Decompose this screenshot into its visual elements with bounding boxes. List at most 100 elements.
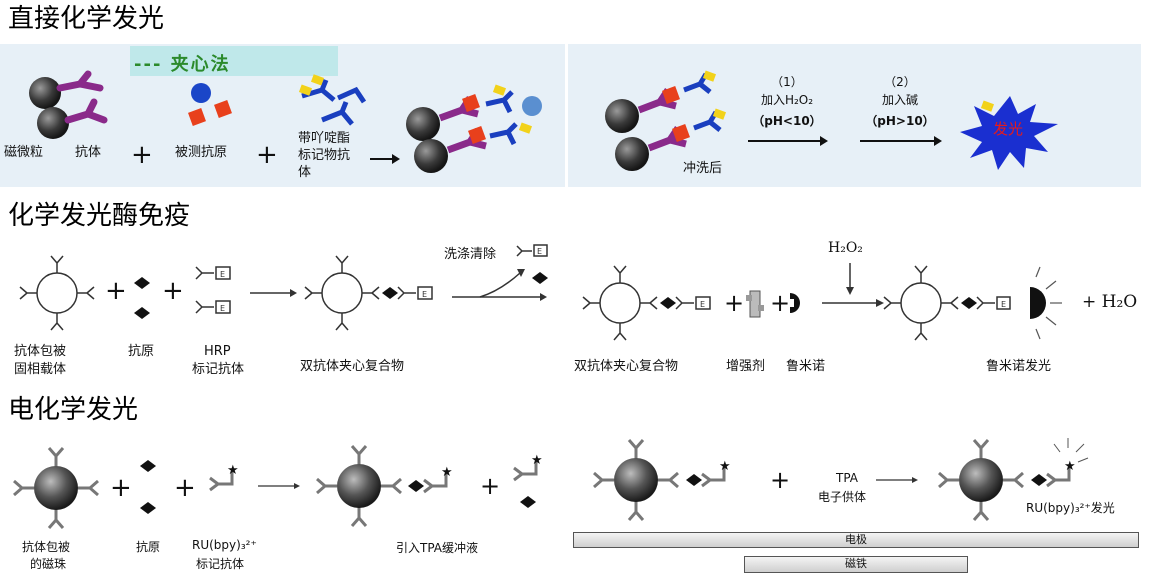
arrowhead — [912, 477, 918, 483]
acridinium-label — [712, 108, 727, 120]
magnetic-particle — [29, 77, 61, 109]
arrowhead — [876, 299, 884, 307]
plus-sign: + — [724, 289, 744, 317]
arrowhead — [517, 269, 525, 277]
label-antigen: 被测抗原 — [175, 145, 228, 160]
label-sandwich: 双抗体夹心复合物 — [300, 359, 405, 374]
antigen-diamond — [382, 287, 398, 299]
label-hrp-ab-1: HRP — [204, 344, 231, 359]
arrowhead — [294, 483, 300, 489]
ru-label-star: ★ — [227, 463, 239, 478]
magnetic-particle — [414, 139, 448, 173]
direct-illustration — [29, 70, 1058, 173]
labeled-antibody — [489, 122, 518, 146]
magnetic-particle — [37, 107, 69, 139]
washed-complex-group — [605, 70, 727, 171]
arrowhead — [392, 154, 400, 164]
magnetic-bead — [614, 458, 658, 502]
arrowhead — [934, 136, 942, 146]
ru-glow-rays — [1053, 438, 1089, 463]
plus-sign: + — [770, 289, 790, 317]
plus-sign: + — [105, 276, 127, 306]
plus-sign: + — [162, 276, 184, 306]
antigen-diamond — [140, 502, 156, 514]
plus-sign: + — [110, 473, 132, 503]
antigen-red — [462, 94, 480, 112]
antigen-diamond — [686, 474, 702, 486]
magnetic-particle — [406, 107, 440, 141]
labeled-antibody — [485, 90, 514, 114]
electrode-bar: 电极 — [573, 532, 1139, 548]
section-title-electro: 电化学发光 — [8, 395, 139, 425]
label-coated-ab-2: 固相载体 — [14, 362, 67, 377]
antigen-red — [188, 108, 206, 126]
magnetic-bead — [34, 466, 78, 510]
acridinium-label — [518, 122, 533, 134]
complex-group — [316, 445, 448, 527]
label-coated-ab-1: 抗体包被 — [14, 344, 67, 359]
label-sandwich-2: 双抗体夹心复合物 — [574, 359, 679, 374]
glow-rays — [1035, 266, 1062, 340]
panel-direct-right — [568, 44, 1141, 187]
antigen-diamond — [134, 277, 150, 289]
label-hrp-ab-2: 标记抗体 — [192, 362, 245, 377]
step1-text: 加入H₂O₂ — [760, 93, 814, 107]
arrowhead — [540, 293, 547, 301]
step2-text: 加入碱 — [881, 93, 918, 107]
label-acridinium-ab-1: 带吖啶酯 — [298, 131, 351, 146]
label-coated-bead-2: 的磁珠 — [30, 557, 67, 571]
final-complex-group — [883, 265, 1011, 341]
acridinium-antibody-group — [298, 74, 367, 126]
coated-carrier-group — [19, 255, 95, 331]
plus-sign: + — [131, 140, 153, 170]
luminol-glow-icon — [1030, 287, 1046, 319]
section-title-direct: 直接化学发光 — [8, 4, 165, 34]
acridinium-label — [702, 70, 717, 82]
acridinium-label — [310, 74, 325, 86]
label-wash: 洗涤清除 — [444, 247, 497, 262]
arrowhead — [290, 289, 297, 297]
step2-number: （2） — [884, 75, 916, 89]
plus-sign: + — [174, 473, 196, 503]
magnetic-bead — [337, 464, 381, 508]
antigen-diamond — [520, 496, 536, 508]
label-acridinium-ab-2: 标记物抗 — [298, 148, 351, 163]
magnetic-particle — [605, 99, 639, 133]
removed-hrp-antibody — [516, 244, 548, 257]
magnet-bar: 磁铁 — [744, 556, 968, 573]
antigen-diamond — [1031, 474, 1047, 486]
magnetic-particle-antibody-group — [29, 70, 108, 139]
label-tpa: TPA — [836, 471, 859, 485]
plus-sign: + — [480, 472, 500, 500]
ru-label-star: ★ — [719, 459, 731, 474]
antigen-blue — [191, 83, 211, 103]
sandwich-complex-group-2 — [582, 265, 711, 341]
step2-condition: （pH>10） — [865, 114, 935, 128]
step1-number: （1） — [771, 75, 803, 89]
method-label-bg — [130, 46, 338, 76]
hrp-enzyme-mark: E — [220, 270, 225, 279]
enzyme-illustration: E E E E E + + — [19, 244, 1062, 341]
label-h2o: + H₂O — [1082, 292, 1138, 312]
sandwich-complex-group — [406, 84, 542, 173]
antigen-red — [468, 126, 486, 144]
hrp-enzyme-mark: E — [220, 304, 225, 313]
enhancer-icon — [746, 290, 764, 318]
label-antigen: 抗原 — [136, 540, 161, 554]
antigen-diamond — [134, 307, 150, 319]
hrp-enzyme-mark: E — [700, 300, 705, 309]
label-ru-ab-2: 标记抗体 — [196, 557, 245, 571]
glow-text: 发光 — [993, 120, 1024, 138]
arrow-wash-removal — [479, 272, 521, 298]
labeled-antibody — [321, 101, 354, 126]
ru-label-star: ★ — [441, 465, 453, 480]
magnetic-particle — [615, 137, 649, 171]
antigen-diamond — [532, 272, 548, 284]
antigen-red — [214, 100, 232, 118]
hrp-enzyme-mark: E — [537, 247, 542, 256]
acridinium-label — [298, 84, 313, 96]
label-coated-bead-1: 抗体包被 — [22, 540, 71, 554]
acridinium-label — [980, 100, 995, 112]
antigen-diamond — [140, 460, 156, 472]
antibody — [64, 98, 108, 124]
